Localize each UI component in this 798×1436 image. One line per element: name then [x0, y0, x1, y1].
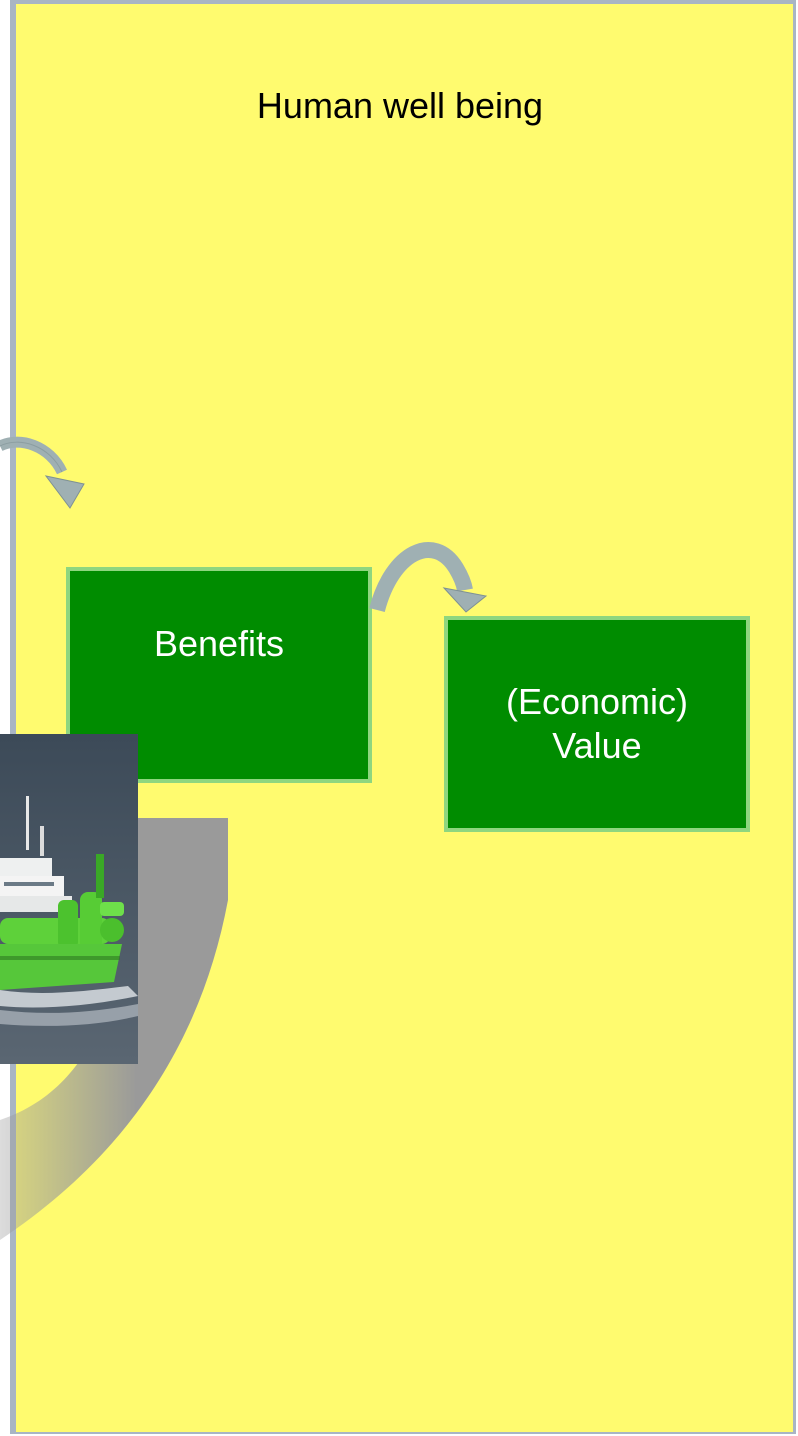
node-economic-value: (Economic) Value [444, 616, 750, 832]
node-benefits-label: Benefits [153, 623, 285, 664]
node-value-label-line2: Value [552, 725, 642, 766]
node-benefits: Benefits [66, 567, 372, 783]
diagram-title: Human well being [256, 85, 544, 126]
ship-photo [0, 734, 138, 1064]
ship-photo-image [0, 734, 138, 1064]
node-value-label-line1: (Economic) [505, 681, 689, 722]
